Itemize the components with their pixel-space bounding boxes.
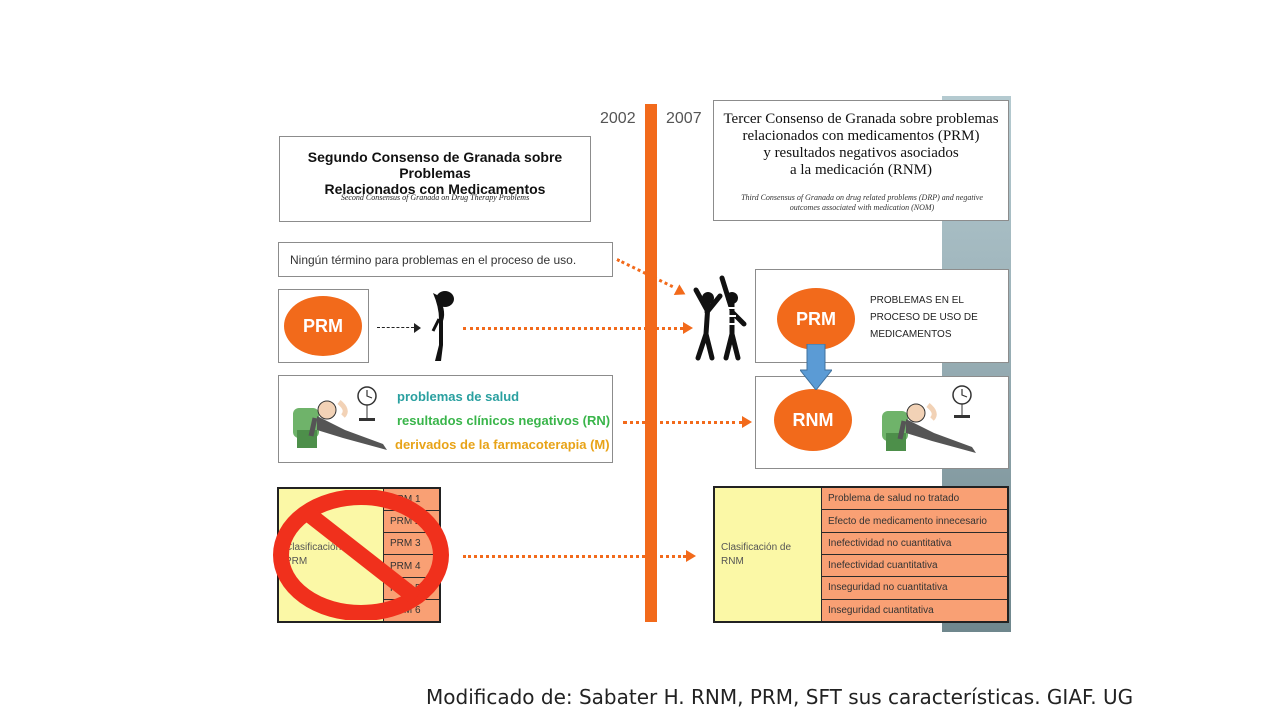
- dotted-arrow-2-head: [683, 322, 693, 334]
- rnm-oval: RNM: [774, 389, 852, 451]
- second-consensus-title-2: Relacionados con Medicamentos: [324, 181, 546, 197]
- new-classification-label: Clasificación de RNM: [713, 486, 822, 623]
- new-classification-item: Inseguridad no cuantitativa: [821, 576, 1009, 600]
- new-classification-item: Efecto de medicamento innecesario: [821, 509, 1009, 533]
- tired-man-icon: [293, 386, 387, 450]
- health-line-2: resultados clínicos negativos (RN): [397, 413, 611, 428]
- sad-figure-icon: [431, 291, 454, 361]
- second-consensus-title-1: Segundo Consenso de Granada sobre Proble…: [307, 149, 563, 181]
- prm-left-oval: PRM: [284, 296, 362, 356]
- new-classification-table: Clasificación de RNM Problema de salud n…: [713, 486, 1009, 623]
- down-arrow-icon: [800, 344, 832, 390]
- third-consensus-title-2: relacionados con medicamentos (PRM): [742, 128, 980, 144]
- dotted-arrow-2: [463, 327, 683, 330]
- old-classification-label-2: PRM: [285, 556, 308, 567]
- dotted-arrow-4-head: [686, 550, 696, 562]
- new-classification-item: Problema de salud no tratado: [821, 486, 1009, 511]
- second-consensus-subtitle: Second Consensus of Granada on Drug Ther…: [340, 193, 530, 202]
- new-classification-item: Inefectividad cuantitativa: [821, 553, 1009, 578]
- old-classification-item: PRM 3: [383, 532, 441, 556]
- new-classification-item: Inefectividad no cuantitativa: [821, 531, 1009, 555]
- new-classification-label-2: RNM: [721, 555, 744, 567]
- third-consensus-title-3: y resultados negativos asociados: [763, 145, 959, 161]
- timeline-bar: [645, 104, 657, 622]
- dotted-arrow-3-head: [742, 416, 752, 428]
- prm-right-box: PRM PROBLEMAS EN EL PROCESO DE USO DE ME…: [755, 269, 1009, 363]
- third-consensus-title-1: Tercer Consenso de Granada sobre problem…: [723, 111, 999, 127]
- dotted-arrow-4: [463, 555, 686, 558]
- old-classification-item: PRM 4: [383, 554, 441, 578]
- third-consensus-box: Tercer Consenso de Granada sobre problem…: [713, 100, 1009, 221]
- dotted-arrow-3: [623, 421, 743, 424]
- no-term-text: Ningún término para problemas en el proc…: [290, 253, 577, 267]
- dashed-arrow-line: [377, 327, 414, 328]
- dashed-arrow-head: [414, 323, 421, 333]
- new-classification-item: Inseguridad cuantitativa: [821, 598, 1009, 623]
- process-problems-line-1: PROBLEMAS EN EL: [870, 295, 964, 306]
- caption: Modificado de: Sabater H. RNM, PRM, SFT …: [426, 685, 1134, 709]
- year-2002: 2002: [600, 110, 636, 127]
- rnm-box: RNM: [755, 376, 1009, 469]
- process-problems-line-3: MEDICAMENTOS: [870, 329, 952, 340]
- prm-left-box: PRM: [278, 289, 369, 363]
- health-problems-box: problemas de salud resultados clínicos n…: [278, 375, 613, 463]
- dotted-arrow-1-head: [673, 284, 689, 300]
- prm-right-oval: PRM: [777, 288, 855, 350]
- health-line-3: derivados de la farmacoterapia (M): [395, 437, 610, 452]
- arguing-figures-icon: [693, 275, 747, 361]
- health-line-1: problemas de salud: [397, 389, 520, 404]
- new-classification-label-1: Clasificación de: [721, 541, 792, 553]
- old-classification-label-1: Clasificación: [285, 542, 342, 553]
- tired-man-icon: [882, 385, 976, 453]
- second-consensus-box: Segundo Consenso de Granada sobre Proble…: [279, 136, 591, 222]
- third-consensus-subtitle-1: Third Consensus of Granada on drug relat…: [741, 193, 983, 202]
- prohibited-icon: [273, 490, 449, 620]
- third-consensus-title-4: a la medicación (RNM): [789, 162, 933, 178]
- year-2007: 2007: [666, 110, 702, 127]
- no-term-box: Ningún término para problemas en el proc…: [278, 242, 613, 277]
- third-consensus-subtitle-2: outcomes associated with medication (NOM…: [789, 203, 935, 212]
- process-problems-line-2: PROCESO DE USO DE: [870, 312, 978, 323]
